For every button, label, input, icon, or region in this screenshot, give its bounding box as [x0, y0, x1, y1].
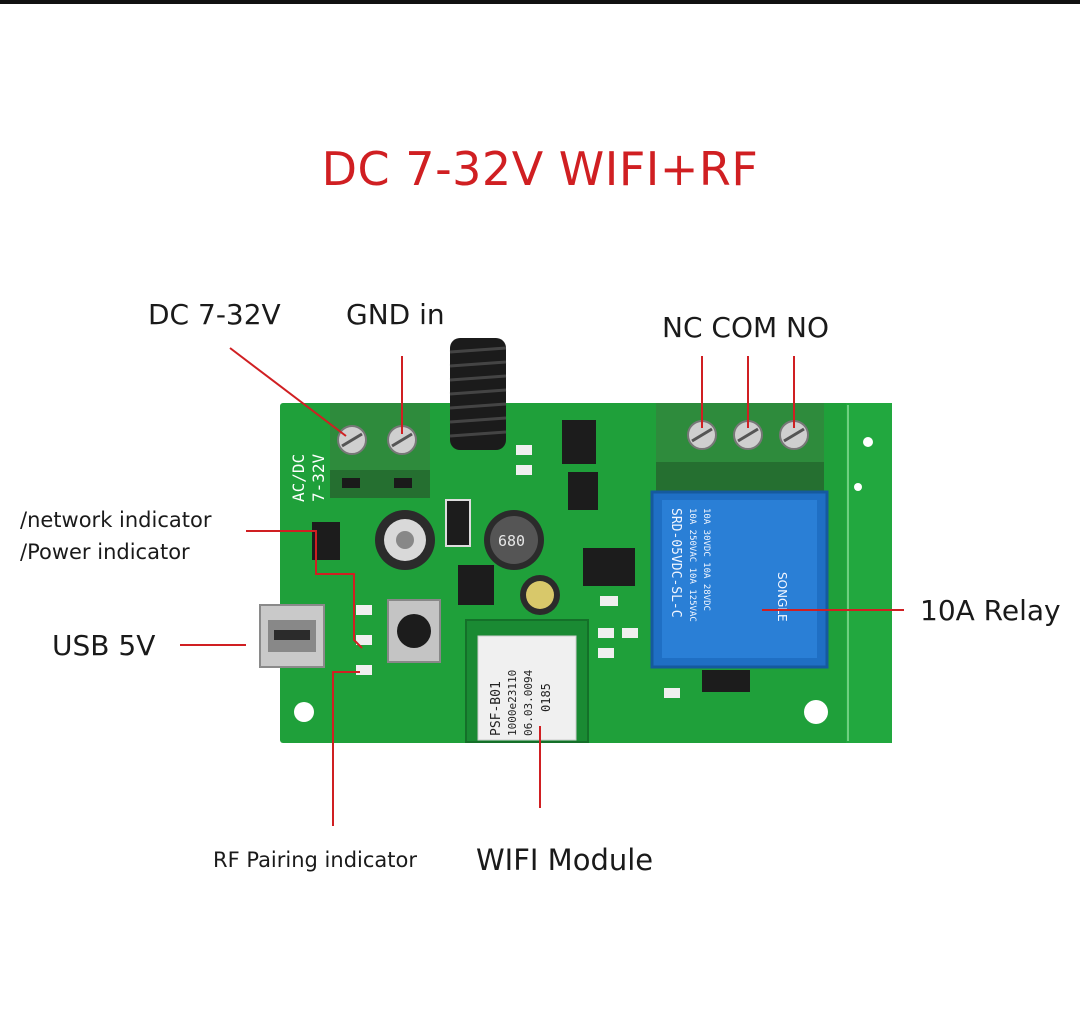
relay-brand: SONGLE: [775, 572, 789, 622]
smd-7: [598, 648, 614, 658]
pointer-dc: [229, 347, 347, 437]
module-line3: 06.03.0094: [522, 669, 535, 736]
relay-line3: 10A 30VDC 10A 28VDC: [701, 508, 711, 611]
label-wifi-module: WIFI Module: [476, 843, 654, 877]
pcb-edge-strip: [846, 403, 892, 743]
pointer-lines: [180, 347, 904, 826]
pointer-rf: [332, 671, 360, 826]
antenna-coil: [449, 338, 507, 450]
relay-line1: SRD-05VDC-SL-C: [668, 508, 683, 618]
diode: [702, 670, 750, 692]
label-usb: USB 5V: [52, 629, 156, 662]
smd-5: [516, 465, 532, 475]
label-power-indicator: /Power indicator: [20, 540, 190, 564]
smd-8: [622, 628, 638, 638]
module-line2: 1000e23110: [506, 670, 519, 736]
smd-6: [598, 628, 614, 638]
smd-3: [356, 665, 372, 675]
module-line1: PSF-B01: [489, 681, 504, 736]
usb-port: [259, 604, 325, 668]
label-gnd-in: GND in: [346, 298, 445, 331]
pairing-button: [387, 599, 441, 663]
ic-chip-4: [583, 548, 635, 586]
small-capacitor: [520, 575, 560, 615]
smd-4: [516, 445, 532, 455]
smd-2: [356, 635, 372, 645]
inductor-marking: 680: [498, 532, 525, 550]
power-terminal-block: [330, 403, 430, 498]
ic-chip-5: [445, 499, 471, 547]
terminal-marking-2: 7-32V: [309, 453, 328, 502]
label-dc-in: DC 7-32V: [148, 298, 281, 331]
wifi-module-component: [465, 619, 589, 743]
electrolytic-capacitor: [375, 510, 435, 570]
smd-10: [600, 596, 618, 606]
mount-hole-tr: [863, 437, 873, 447]
mount-hole-mr: [854, 483, 862, 491]
top-border: [0, 0, 1080, 4]
relay-line2: 10A 250VAC 10A 125VAC: [687, 508, 697, 622]
label-network-indicator: /network indicator: [20, 508, 212, 532]
pointer-network: [246, 530, 363, 649]
smd-9: [664, 688, 680, 698]
diagram-title: DC 7-32V WIFI+RF: [321, 142, 759, 196]
terminal-marking-1: AC/DC: [289, 454, 308, 502]
label-relay-terminals: NC COM NO: [662, 311, 830, 344]
module-line4: 0185: [539, 683, 553, 712]
relay-terminal-block: [656, 403, 824, 493]
ic-chip-1: [562, 420, 596, 464]
smd-1: [356, 605, 372, 615]
relay-component: [650, 490, 829, 669]
label-relay: 10A Relay: [920, 594, 1061, 627]
label-rf-pairing: RF Pairing indicator: [213, 848, 417, 872]
mount-hole-bl: [294, 702, 314, 722]
inductor-680: [484, 510, 544, 570]
ic-chip-3: [458, 565, 494, 605]
ic-chip-2: [568, 472, 598, 510]
mount-hole-br: [804, 700, 828, 724]
